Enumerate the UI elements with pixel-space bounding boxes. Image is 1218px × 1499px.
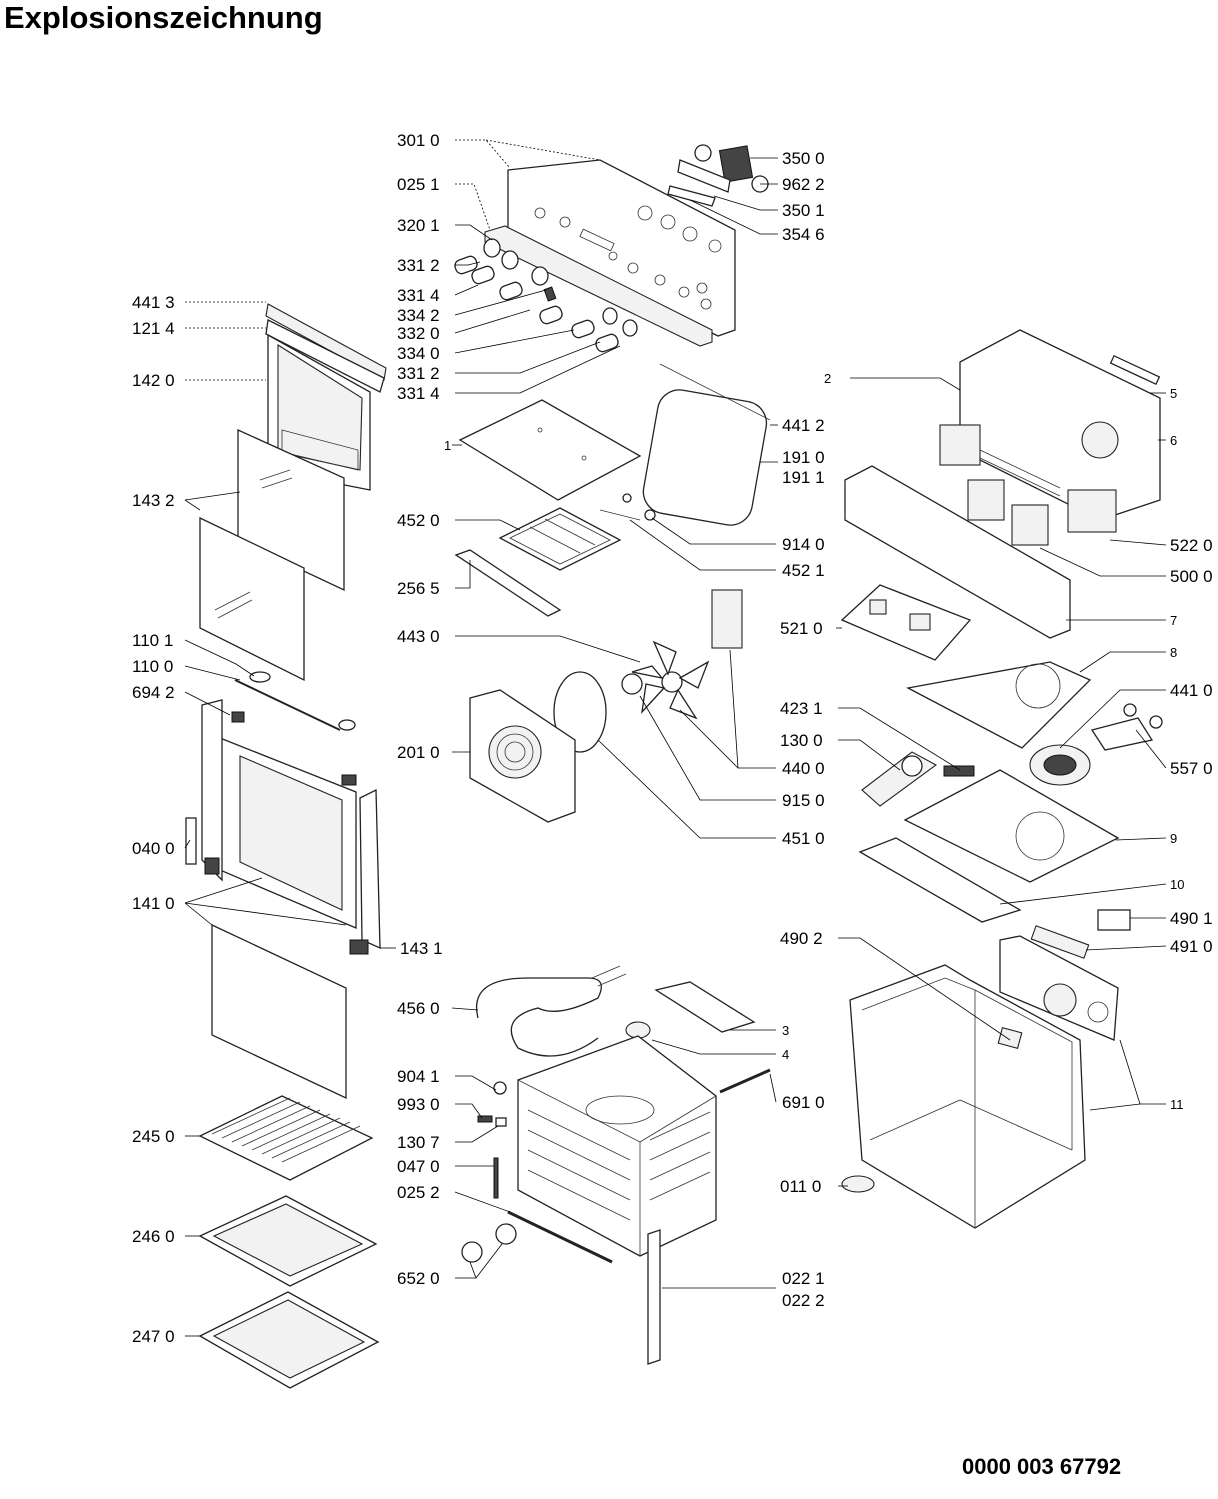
- timer-module: [667, 144, 769, 207]
- part-label: 331 4: [397, 384, 440, 403]
- part-label: 331 2: [397, 364, 440, 383]
- part-label: 694 2: [132, 683, 175, 702]
- part-label: 441 3: [132, 293, 175, 312]
- oven-center-parts: [454, 363, 771, 823]
- part-label: 331 2: [397, 256, 440, 275]
- part-label: 354 6: [782, 225, 825, 244]
- part-label: 331 4: [397, 286, 440, 305]
- part-label: 334 0: [397, 344, 440, 363]
- part-label: 047 0: [397, 1157, 440, 1176]
- part-label: 441 2: [782, 416, 825, 435]
- part-label: 6: [1170, 433, 1177, 448]
- part-label: 110 1: [132, 631, 173, 650]
- part-label: 491 0: [1170, 937, 1213, 956]
- part-label: 490 1: [1170, 909, 1213, 928]
- part-label: 10: [1170, 877, 1184, 892]
- part-label: 142 0: [132, 371, 175, 390]
- part-label: 1: [444, 438, 451, 453]
- part-label: 9: [1170, 831, 1177, 846]
- door-assembly: [185, 303, 387, 1389]
- part-label: 452 1: [782, 561, 825, 580]
- part-label: 914 0: [782, 535, 825, 554]
- part-label: 521 0: [780, 619, 823, 638]
- part-label: 557 0: [1170, 759, 1213, 778]
- part-label: 143 2: [132, 491, 175, 510]
- part-label: 423 1: [780, 699, 823, 718]
- document-number: 0000 003 67792: [962, 1454, 1122, 1479]
- part-label: 500 0: [1170, 567, 1213, 586]
- part-label: 4: [782, 1047, 789, 1062]
- electronics-assembly: [840, 329, 1163, 1229]
- part-label: 2: [824, 371, 831, 386]
- part-label: 130 7: [397, 1133, 440, 1152]
- knob-set: [454, 238, 638, 353]
- part-label: 443 0: [397, 627, 440, 646]
- part-label: 522 0: [1170, 536, 1213, 555]
- part-label: 440 0: [782, 759, 825, 778]
- part-label: 025 1: [397, 175, 440, 194]
- part-label: 5: [1170, 386, 1177, 401]
- part-label: 301 0: [397, 131, 440, 150]
- part-label: 320 1: [397, 216, 440, 235]
- control-panel: [484, 159, 736, 347]
- part-label: 121 4: [132, 319, 175, 338]
- part-label: 7: [1170, 613, 1177, 628]
- part-label: 110 0: [132, 657, 173, 676]
- part-label: 256 5: [397, 579, 440, 598]
- part-label: 141 0: [132, 894, 175, 913]
- part-label: 022 1: [782, 1269, 825, 1288]
- part-label: 201 0: [397, 743, 440, 762]
- oven-cavity: [461, 965, 771, 1365]
- part-label: 350 0: [782, 149, 825, 168]
- leader-lines: [184, 139, 1167, 1337]
- part-label: 022 2: [782, 1291, 825, 1310]
- part-label: 8: [1170, 645, 1177, 660]
- part-label: 350 1: [782, 201, 825, 220]
- part-label: 652 0: [397, 1269, 440, 1288]
- page-title: Explosionszeichnung: [4, 0, 323, 35]
- part-label: 191 0: [782, 448, 825, 467]
- part-label: 025 2: [397, 1183, 440, 1202]
- part-label: 452 0: [397, 511, 440, 530]
- part-label: 441 0: [1170, 681, 1213, 700]
- part-label: 451 0: [782, 829, 825, 848]
- part-label: 130 0: [780, 731, 823, 750]
- part-label: 011 0: [780, 1177, 821, 1196]
- part-label: 490 2: [780, 929, 823, 948]
- part-label: 993 0: [397, 1095, 440, 1114]
- part-label: 246 0: [132, 1227, 175, 1246]
- part-label: 247 0: [132, 1327, 175, 1346]
- part-label: 3: [782, 1023, 789, 1038]
- part-label: 962 2: [782, 175, 825, 194]
- part-label: 334 2: [397, 306, 440, 325]
- part-labels: 301 0 025 1 320 1 331 2 331 4 334 2 332 …: [132, 131, 1213, 1346]
- part-label: 143 1: [400, 939, 443, 958]
- part-label: 245 0: [132, 1127, 175, 1146]
- part-label: 191 1: [782, 468, 825, 487]
- part-label: 456 0: [397, 999, 440, 1018]
- part-label: 915 0: [782, 791, 825, 810]
- part-label: 11: [1170, 1097, 1184, 1112]
- part-label: 904 1: [397, 1067, 440, 1086]
- part-label: 332 0: [397, 324, 440, 343]
- part-label: 691 0: [782, 1093, 825, 1112]
- part-label: 040 0: [132, 839, 175, 858]
